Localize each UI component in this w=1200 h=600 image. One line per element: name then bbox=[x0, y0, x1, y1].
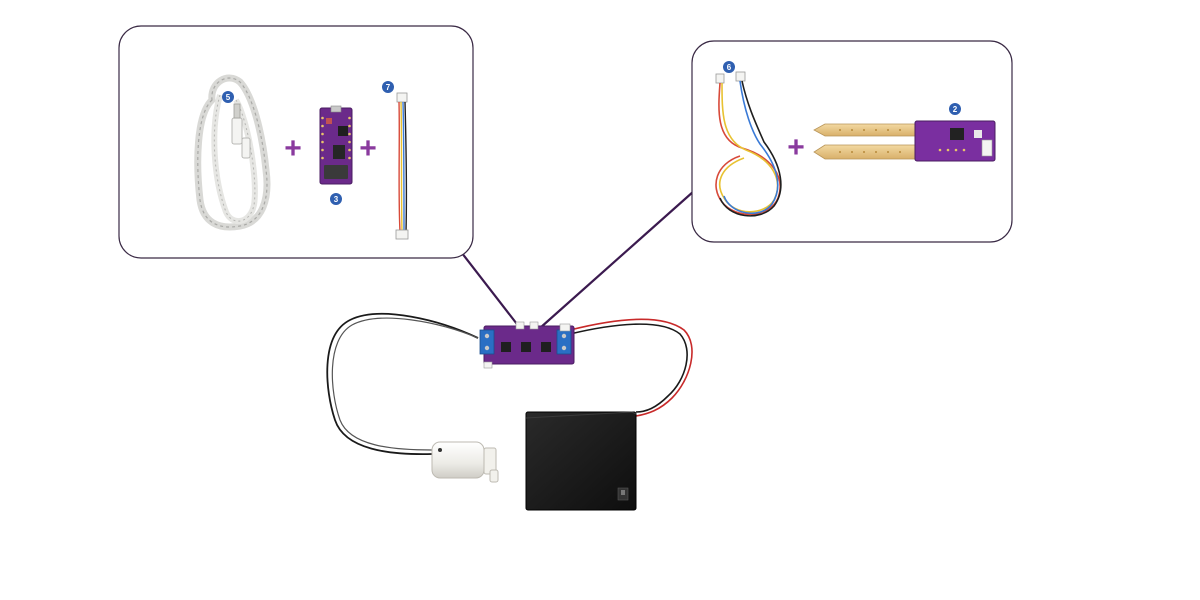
kit-usb-group: 5 + 3 + bbox=[119, 26, 473, 258]
water-pump bbox=[432, 442, 498, 482]
usb-cable-badge: 5 bbox=[226, 93, 231, 102]
battery-box bbox=[526, 412, 636, 510]
controller-board-image bbox=[320, 106, 352, 184]
plus-sign-2: + bbox=[359, 132, 377, 165]
plus-sign-3: + bbox=[787, 131, 805, 164]
sensor-cable-badge: 6 bbox=[727, 63, 732, 72]
controller-board-badge: 3 bbox=[334, 195, 339, 204]
plus-sign-1: + bbox=[284, 132, 302, 165]
jumper-cable-badge: 7 bbox=[386, 83, 391, 92]
kit-sensor-group: 6 + 2 bbox=[692, 41, 1012, 242]
relay-driver-board bbox=[480, 322, 574, 368]
soil-sensor-badge: 2 bbox=[953, 105, 958, 114]
connector-line-right bbox=[540, 183, 703, 328]
